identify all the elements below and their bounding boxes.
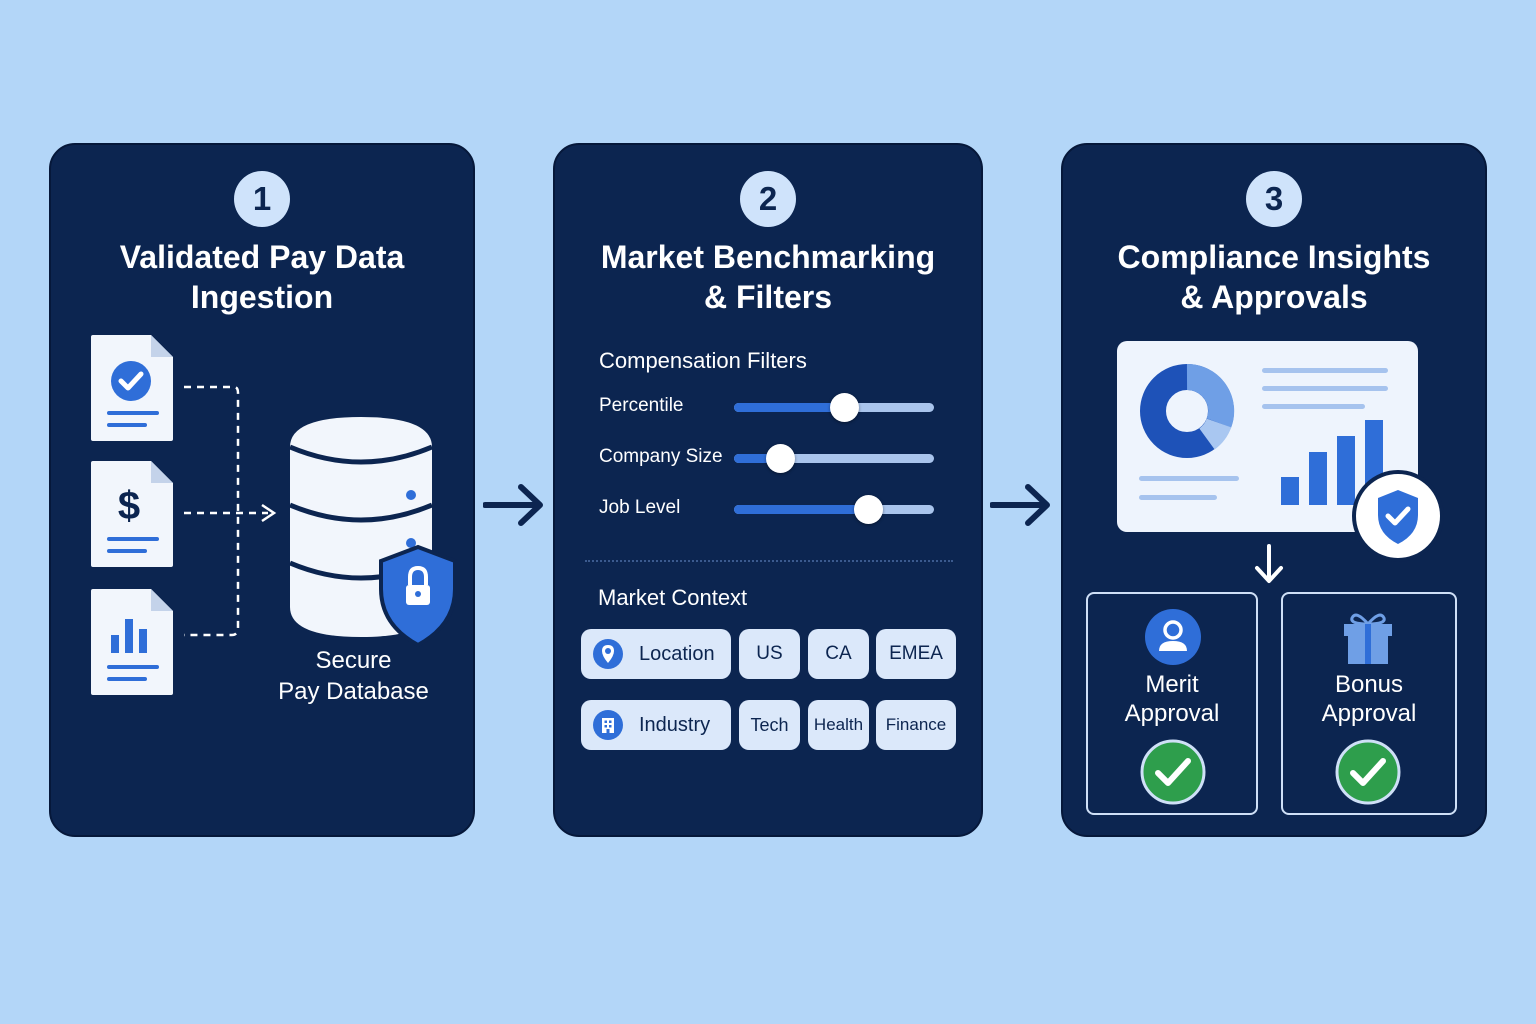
chip-label: Location xyxy=(639,642,715,665)
slider-fill xyxy=(734,454,780,463)
location-chip[interactable]: Location xyxy=(581,629,731,679)
slider-fill xyxy=(734,505,868,514)
slider-thumb[interactable] xyxy=(854,495,883,524)
company-size-slider[interactable]: Company Size xyxy=(599,443,939,473)
slider-label: Job Level xyxy=(599,497,681,518)
merit-approval-card[interactable]: Merit Approval xyxy=(1086,592,1258,815)
lock-shield-icon xyxy=(379,544,457,648)
slider-track[interactable] xyxy=(734,393,934,422)
merit-approval-label: Merit Approval xyxy=(1124,671,1220,727)
donut-chart-icon xyxy=(1140,363,1235,458)
step-1-number: 1 xyxy=(234,171,290,227)
location-option-emea[interactable]: EMEA xyxy=(876,629,956,679)
data-flow-connectors xyxy=(184,385,277,637)
location-option-us[interactable]: US xyxy=(739,629,800,679)
slider-track[interactable] xyxy=(734,495,934,524)
check-circle-icon xyxy=(1140,739,1206,805)
arrow-down-icon xyxy=(1255,544,1283,583)
chart-document-icon xyxy=(91,589,173,695)
step-3-number: 3 xyxy=(1246,171,1302,227)
arrow-right-icon xyxy=(483,484,543,526)
database-label: Secure Pay Database xyxy=(278,647,429,705)
compensation-filters-heading: Compensation Filters xyxy=(599,348,807,373)
industry-option-health[interactable]: Health xyxy=(808,700,869,750)
step-1-title: Validated Pay Data Ingestion xyxy=(119,239,405,315)
database-icon xyxy=(289,417,457,648)
dollar-document-icon: $ xyxy=(91,461,173,567)
gift-icon xyxy=(1344,613,1392,664)
check-shield-icon xyxy=(1352,470,1444,562)
arrow-right-icon xyxy=(261,503,277,523)
industry-option-tech[interactable]: Tech xyxy=(739,700,800,750)
step-3-panel: 3 Compliance Insights & Approvals xyxy=(1061,143,1487,837)
industry-chip[interactable]: Industry xyxy=(581,700,731,750)
percentile-slider[interactable]: Percentile xyxy=(599,392,939,422)
check-document-icon xyxy=(91,335,173,441)
industry-option-finance[interactable]: Finance xyxy=(876,700,956,750)
arrow-right-icon xyxy=(990,484,1050,526)
bonus-approval-card[interactable]: Bonus Approval xyxy=(1281,592,1457,815)
slider-label: Company Size xyxy=(599,446,723,467)
check-circle-icon xyxy=(1335,739,1401,805)
slider-fill xyxy=(734,403,844,412)
slider-label: Percentile xyxy=(599,395,684,416)
slider-track[interactable] xyxy=(734,444,934,473)
slider-thumb[interactable] xyxy=(830,393,859,422)
step-3-title: Compliance Insights & Approvals xyxy=(1117,239,1431,315)
location-option-ca[interactable]: CA xyxy=(808,629,869,679)
bonus-approval-label: Bonus Approval xyxy=(1321,671,1417,727)
job-level-slider[interactable]: Job Level xyxy=(599,494,939,524)
step-2-number: 2 xyxy=(740,171,796,227)
step-2-panel: 2 Market Benchmarking & Filters Compensa… xyxy=(553,143,983,837)
market-context-heading: Market Context xyxy=(598,585,748,610)
bar-chart-icon xyxy=(1281,420,1383,505)
chip-label: Industry xyxy=(639,713,711,736)
building-icon xyxy=(593,710,623,740)
location-pin-icon xyxy=(593,639,623,669)
slider-thumb[interactable] xyxy=(766,444,795,473)
step-2-title: Market Benchmarking & Filters xyxy=(600,239,936,315)
person-icon xyxy=(1145,609,1201,665)
section-divider xyxy=(585,560,953,562)
svg-text:$: $ xyxy=(118,484,140,528)
step-1-panel: 1 Validated Pay Data Ingestion $ xyxy=(49,143,475,837)
